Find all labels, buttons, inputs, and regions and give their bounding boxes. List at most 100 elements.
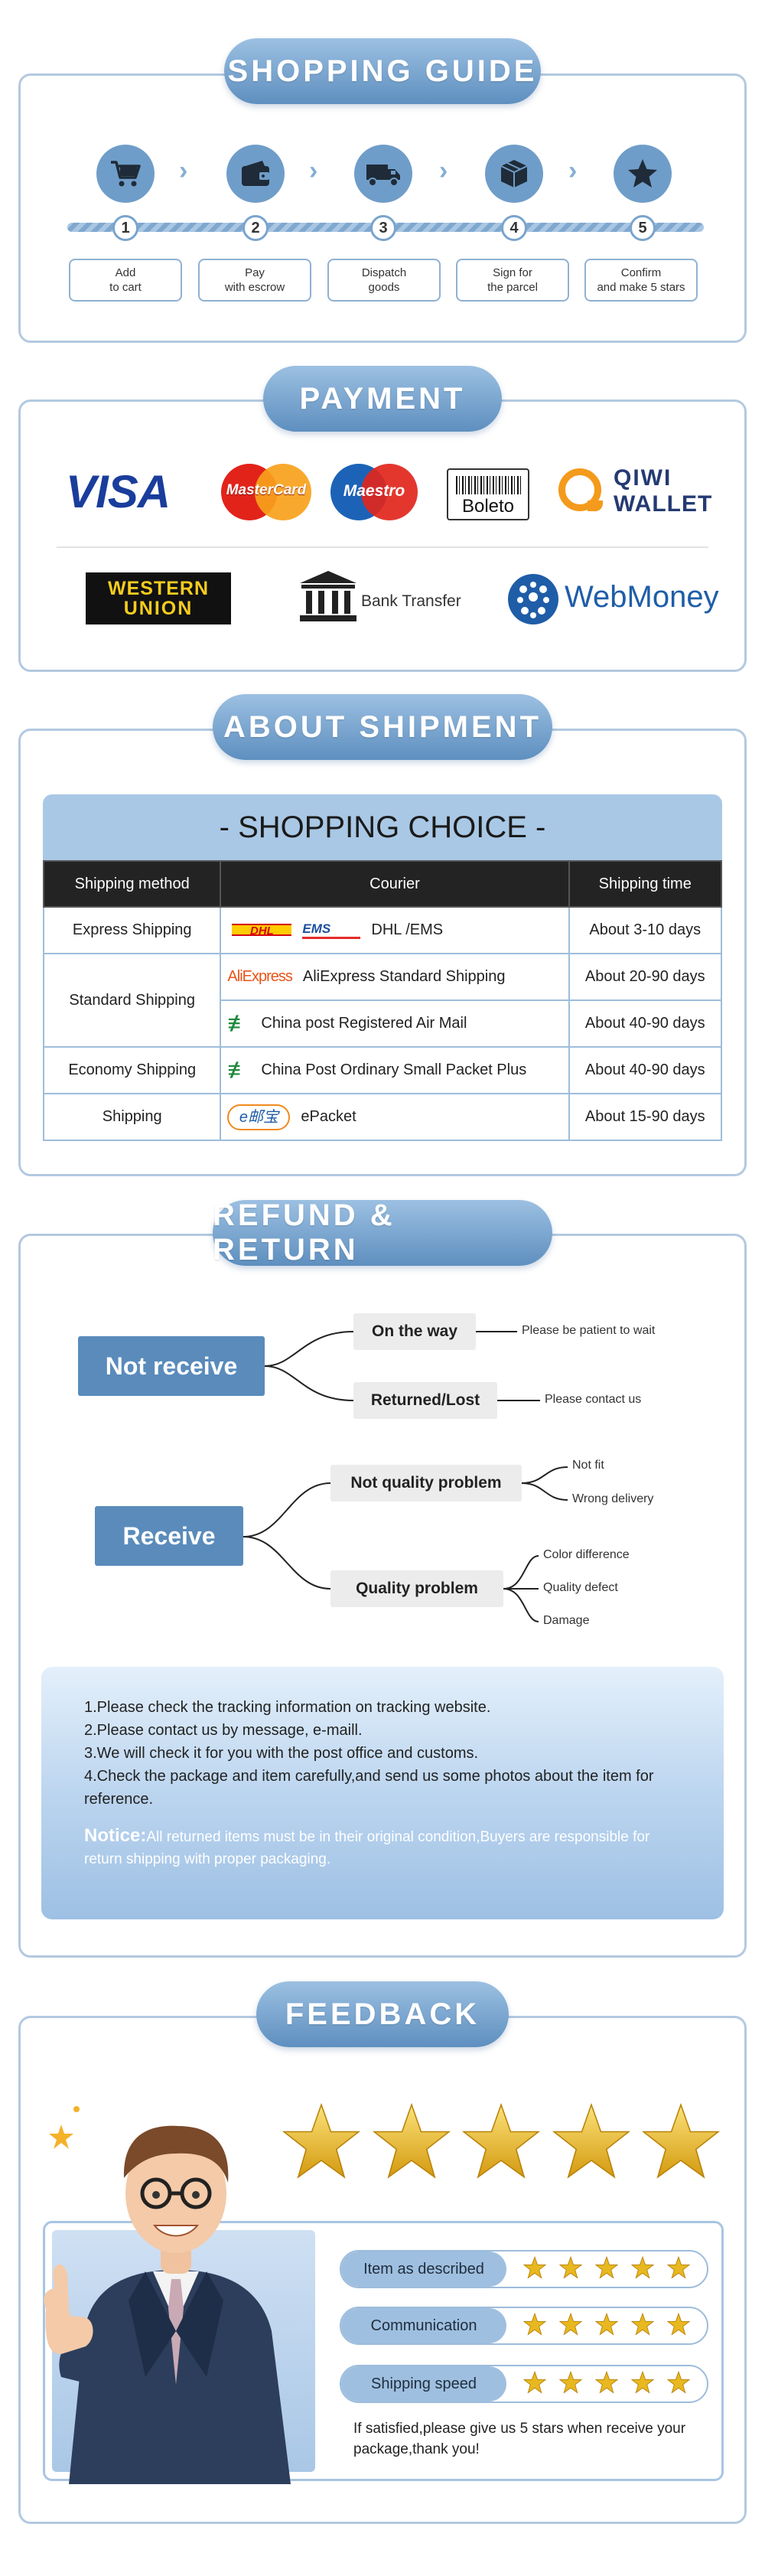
star-icon [614, 145, 672, 203]
mastercard-label: MasterCard [226, 482, 307, 498]
star-icon [558, 2312, 583, 2340]
star-icon [558, 2255, 583, 2283]
big-star-icon [372, 2102, 451, 2179]
table-row: Economy Shipping ≢ China Post Ordinary S… [42, 1046, 723, 1094]
notice-paragraph: Notice:All returned items must be in the… [84, 1824, 681, 1870]
quality-defect-note: Quality defect [543, 1581, 618, 1594]
star-icon [630, 2370, 655, 2398]
shipping-time-cell: About 3-10 days [568, 906, 723, 954]
payment-panel [18, 399, 747, 672]
step-label: Add to cart [69, 259, 182, 302]
wallet-icon [226, 145, 285, 203]
rating-row-shipping-speed: Shipping speed [340, 2365, 708, 2403]
table-row: Shipping e邮宝 ePacket About 15-90 days [42, 1093, 723, 1141]
wrong-delivery-note: Wrong delivery [572, 1492, 654, 1505]
rating-stars [506, 2255, 707, 2283]
returned-lost-note: Please contact us [545, 1393, 642, 1406]
maestro-label: Maestro [343, 482, 405, 500]
big-star-icon [552, 2102, 630, 2179]
step-number: 4 [501, 215, 527, 241]
aliexpress-logo: AliExpress [227, 968, 292, 985]
damage-note: Damage [543, 1614, 590, 1627]
on-the-way-node: On the way [353, 1313, 476, 1350]
refund-notes-box: 1.Please check the tracking information … [41, 1667, 724, 1919]
table-row: ≢ China post Registered Air Mail About 4… [44, 999, 723, 1048]
chevron-right-icon: › [439, 156, 448, 185]
note-line: 2.Please contact us by message, e-maill. [84, 1722, 363, 1739]
table-row: Express Shipping DHL EMS DHL /EMS About … [42, 906, 723, 954]
not-fit-note: Not fit [572, 1459, 604, 1472]
step-label: Dispatch goods [327, 259, 441, 302]
wallet-label: WALLET [614, 491, 713, 517]
western-union-logo: WESTERN UNION [86, 572, 231, 624]
shipping-time-cell: About 20-90 days [568, 953, 723, 1001]
courier-cell: e邮宝 ePacket [220, 1093, 570, 1141]
shipping-method-cell: Economy Shipping [42, 1046, 222, 1094]
step-number: 1 [112, 215, 138, 241]
rating-label: Item as described [341, 2252, 506, 2287]
shipping-time-cell: About 40-90 days [568, 1046, 723, 1094]
shipment-title: ABOUT SHIPMENT [213, 694, 552, 760]
rating-stars [506, 2312, 707, 2340]
visa-logo: VISA [66, 466, 171, 517]
rating-row-item-as-described: Item as described [340, 2250, 708, 2288]
webmoney-logo [506, 572, 560, 626]
note-line: 1.Please check the tracking information … [84, 1699, 491, 1716]
on-the-way-note: Please be patient to wait [522, 1324, 656, 1337]
payment-divider [57, 546, 708, 548]
star-icon [522, 2312, 547, 2340]
courier-name: China post Registered Air Mail [261, 1015, 467, 1032]
star-icon [522, 2370, 547, 2398]
truck-icon [354, 145, 412, 203]
courier-name: AliExpress Standard Shipping [302, 968, 506, 985]
qiwi-logo: QIWI WALLET [558, 465, 711, 522]
step-label: Sign for the parcel [456, 259, 569, 302]
shipping-method-cell: Standard Shipping [42, 953, 222, 1048]
courier-name: ePacket [301, 1108, 356, 1125]
header-courier: Courier [220, 860, 570, 908]
courier-name: China Post Ordinary Small Packet Plus [261, 1061, 527, 1078]
star-icon [594, 2255, 619, 2283]
bank-icon [298, 569, 358, 623]
webmoney-label: WebMoney [565, 580, 719, 614]
not-quality-problem-node: Not quality problem [330, 1465, 522, 1502]
table-row: Standard Shipping AliExpress AliExpress … [42, 953, 723, 1048]
boleto-label: Boleto [461, 496, 515, 517]
step-label: Confirm and make 5 stars [584, 259, 698, 302]
chevron-right-icon: › [309, 156, 318, 185]
header-shipping-method: Shipping method [42, 860, 222, 908]
quality-problem-node: Quality problem [330, 1570, 503, 1607]
star-icon [666, 2312, 690, 2340]
shopping-guide-panel [18, 73, 747, 343]
bank-transfer-label: Bank Transfer [361, 592, 461, 610]
shopping-choice-title: - SHOPPING CHOICE - [219, 810, 546, 844]
chevron-right-icon: › [179, 156, 188, 185]
refund-title: REFUND & RETURN [213, 1198, 552, 1267]
courier-cell: AliExpress AliExpress Standard Shipping [220, 953, 570, 1001]
shipping-method-cell: Shipping [42, 1093, 222, 1141]
western-label: WESTERN [108, 578, 209, 599]
cart-icon [96, 145, 155, 203]
note-line: 4.Check the package and item carefully,a… [84, 1768, 654, 1808]
maestro-logo: Maestro [330, 464, 418, 520]
shipping-method-cell: Express Shipping [42, 906, 222, 954]
feedback-footer-text: If satisfied,please give us 5 stars when… [353, 2421, 686, 2457]
step-label: Pay with escrow [198, 259, 311, 302]
qiwi-label: QIWI [614, 465, 672, 491]
star-icon [630, 2255, 655, 2283]
rating-label: Communication [341, 2308, 506, 2343]
color-difference-note: Color difference [543, 1548, 630, 1561]
step-number: 2 [243, 215, 269, 241]
chevron-right-icon: › [568, 156, 578, 185]
rating-stars [506, 2370, 707, 2398]
payment-title: PAYMENT [263, 366, 502, 432]
notice-label: Notice: [84, 1825, 147, 1846]
union-label: UNION [123, 598, 194, 619]
feedback-title: FEEDBACK [256, 1981, 509, 2047]
rating-row-communication: Communication [340, 2307, 708, 2345]
header-shipping-time: Shipping time [568, 860, 723, 908]
not-receive-node: Not receive [78, 1336, 265, 1396]
returned-lost-node: Returned/Lost [353, 1382, 497, 1419]
big-star-icon [461, 2102, 541, 2179]
big-star-icon [282, 2102, 361, 2179]
